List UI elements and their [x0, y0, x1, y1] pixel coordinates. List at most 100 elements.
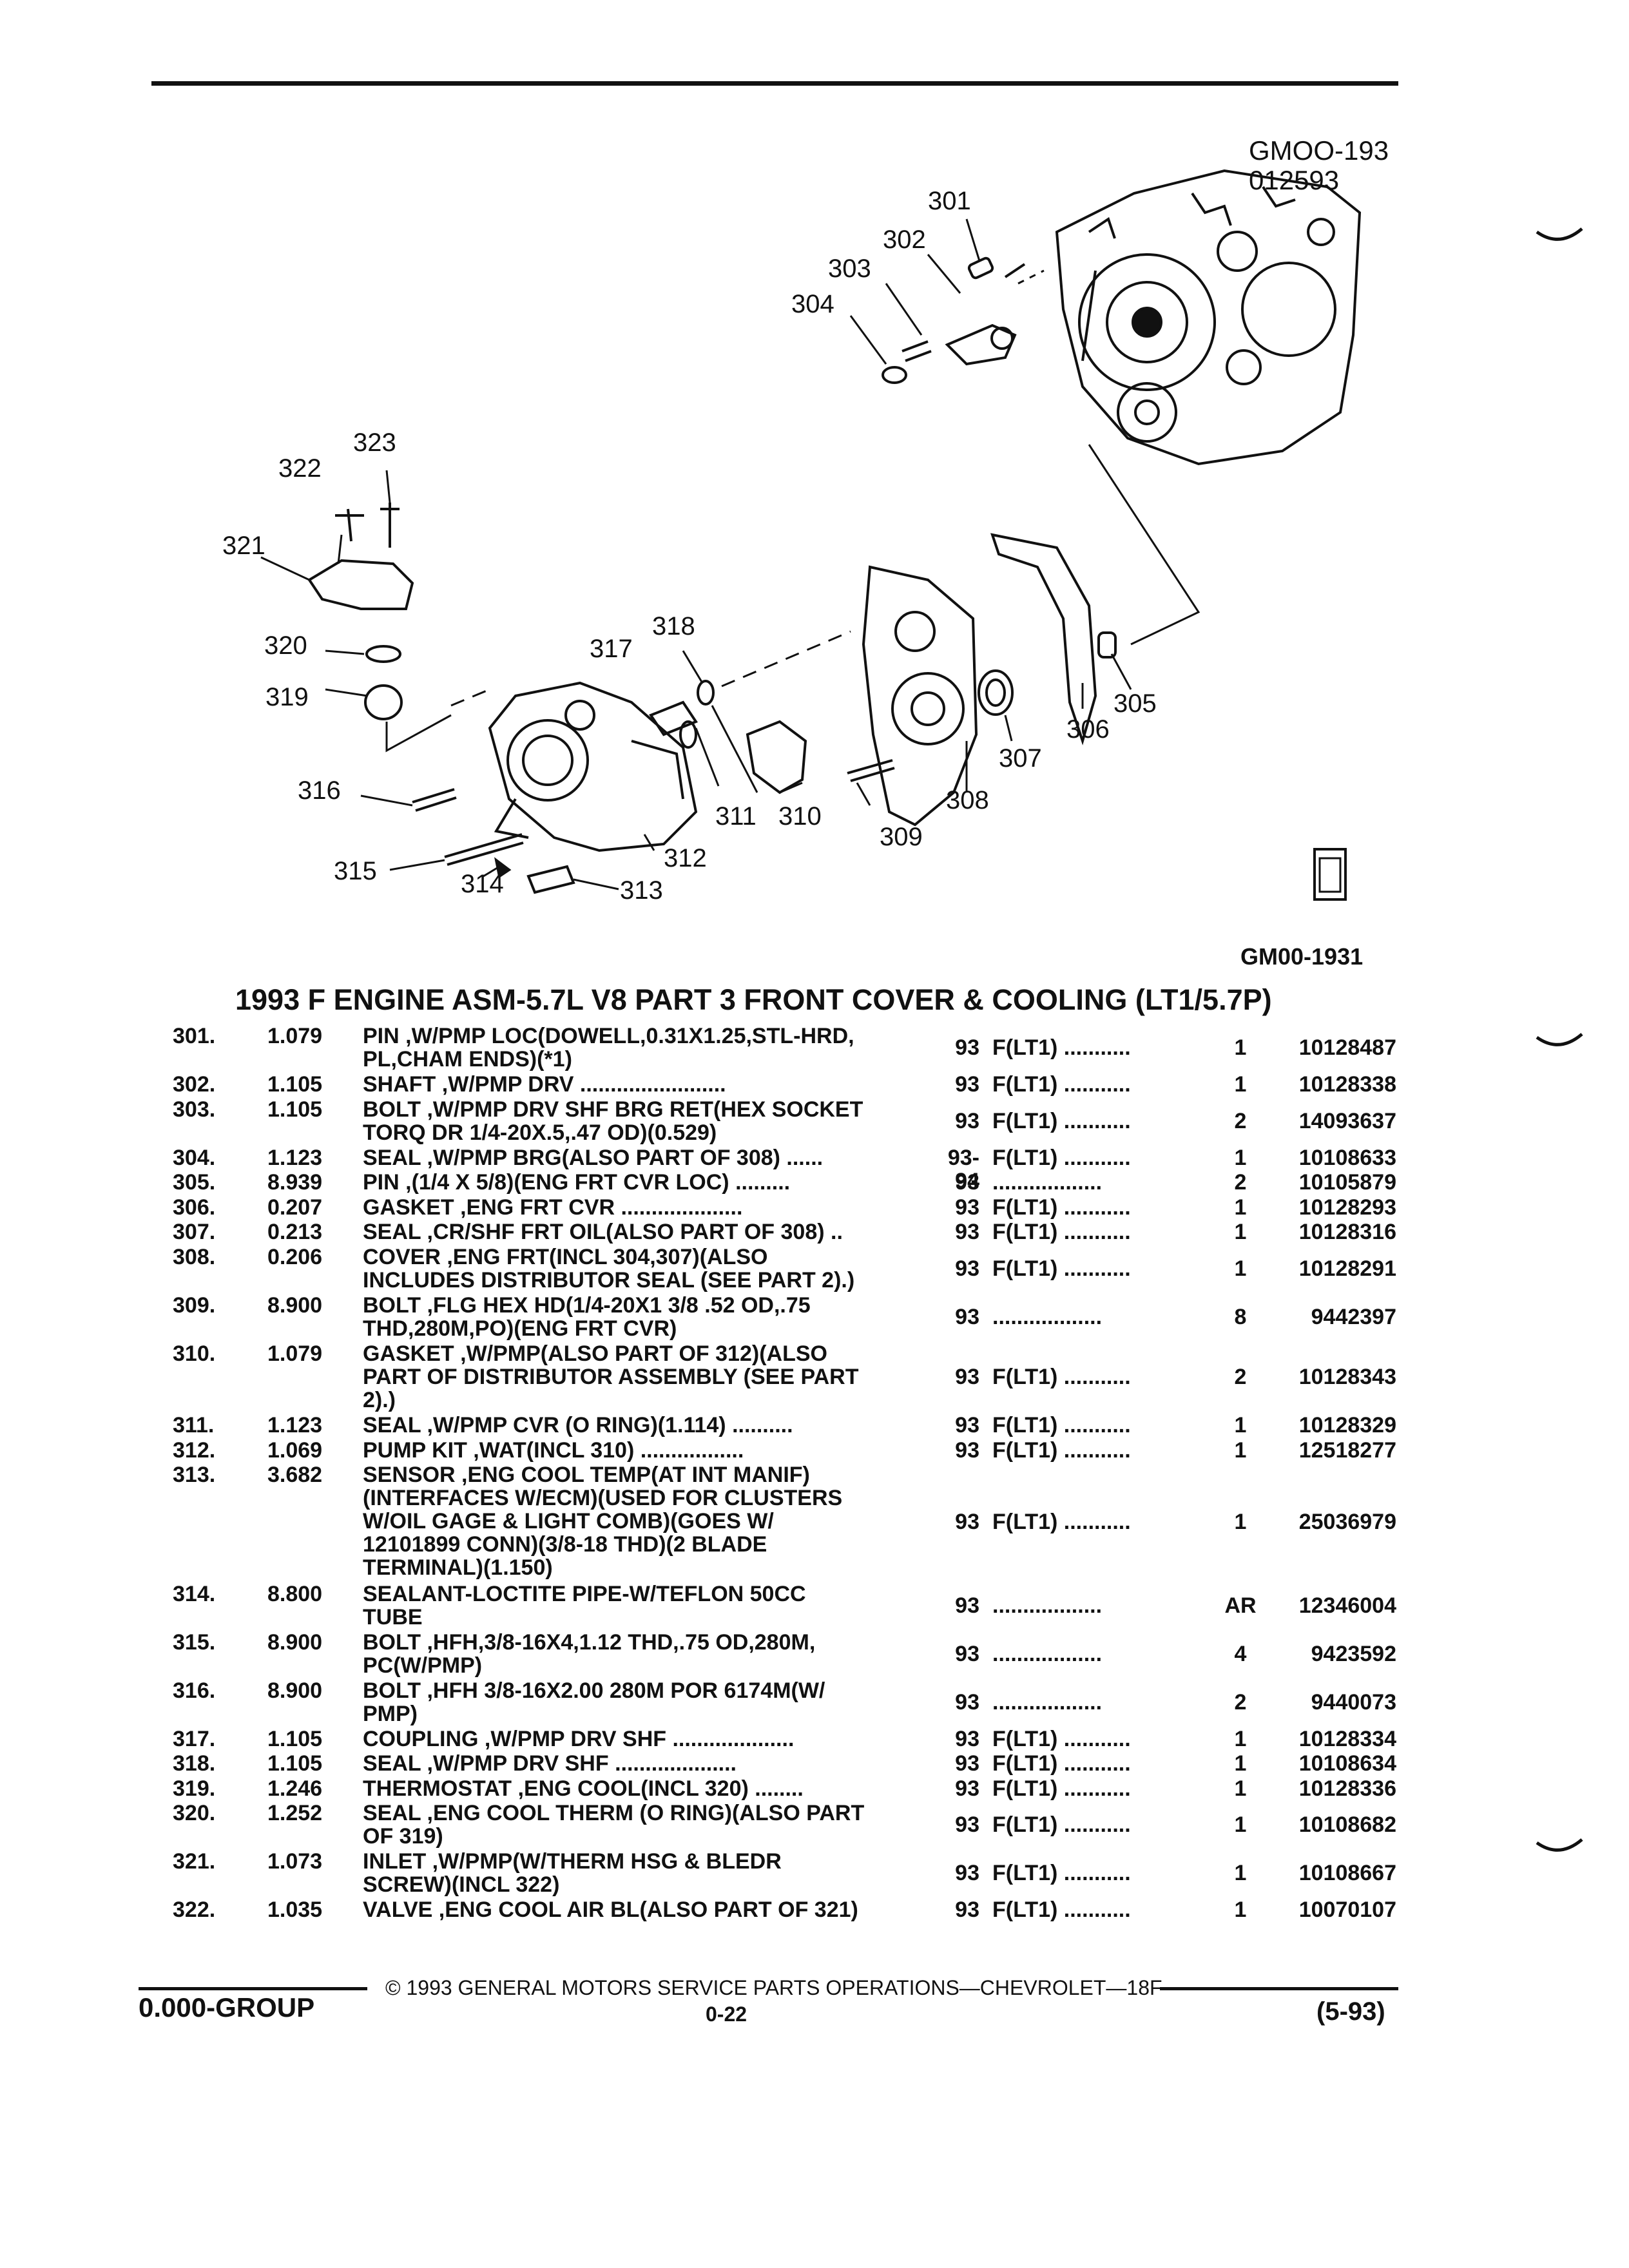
part-spec: ,W/PMP LOC(DOWELL,0.31X1.25,STL-HRD,: [405, 1024, 854, 1048]
model-year: 93: [955, 1689, 979, 1715]
model-code: ..................: [992, 1305, 1103, 1329]
ref-number: 322.: [173, 1898, 216, 1922]
group-number: 1.123: [267, 1413, 323, 1437]
part-spec: ,ENG COOL THERM (O RING)(ALSO PART: [427, 1801, 865, 1825]
part-spec: ,W/PMP DRV SHF BRG RET(HEX SOCKET: [427, 1097, 863, 1122]
part-description: SEAL ,W/PMP BRG(ALSO PART OF 308) ......: [363, 1146, 930, 1169]
group-number: 1.105: [267, 1726, 323, 1751]
callout-305: 305: [1113, 689, 1157, 718]
model-code: F(LT1) ...........: [992, 1438, 1131, 1462]
model-year: 93: [955, 1035, 979, 1061]
figure-id: GM00-1931: [1240, 943, 1364, 970]
callout-311: 311: [715, 802, 757, 831]
group-number: 8.900: [267, 1678, 323, 1703]
callout-309: 309: [880, 823, 923, 851]
description-line: INLET ,W/PMP(W/THERM HSG & BLEDR: [363, 1850, 930, 1873]
part-spec: ,CR/SHF FRT OIL(ALSO PART OF 308) ..: [427, 1220, 843, 1244]
model-year: 93: [955, 1072, 979, 1097]
part-description: PIN ,W/PMP LOC(DOWELL,0.31X1.25,STL-HRD,…: [363, 1024, 930, 1071]
model-code: ..................: [992, 1642, 1103, 1666]
quantity: 1: [1234, 1510, 1247, 1534]
part-description: SEALANT-LOCTITE PIPE-W/TEFLON 50CC TUBE: [363, 1582, 930, 1629]
quantity: 2: [1234, 1365, 1247, 1389]
callout-322: 322: [278, 454, 322, 483]
ref-number: 302.: [173, 1072, 216, 1097]
description-line: THERMOSTAT ,ENG COOL(INCL 320) ........: [363, 1777, 930, 1800]
part-spec: ,W/PMP CVR (O RING)(1.114) ..........: [427, 1413, 793, 1437]
callout-315: 315: [334, 857, 377, 885]
model-year: 93: [955, 1776, 979, 1801]
model-code: F(LT1) ...........: [992, 1861, 1131, 1885]
ref-number: 310.: [173, 1341, 216, 1366]
part-description: SHAFT ,W/PMP DRV .......................…: [363, 1073, 930, 1096]
model-year: 93: [955, 1751, 979, 1776]
group-number: 1.105: [267, 1072, 323, 1097]
model-code: F(LT1) ...........: [992, 1414, 1131, 1437]
ref-number: 313.: [173, 1463, 216, 1487]
description-line: TERMINAL)(1.150): [363, 1555, 553, 1580]
quantity: 1: [1234, 1256, 1247, 1281]
model-year: 93-94: [947, 1145, 979, 1193]
part-number: 12518277: [1298, 1437, 1396, 1463]
model-code: F(LT1) ...........: [992, 1109, 1131, 1133]
part-spec: ,HFH,3/8-16X4,1.12 THD,.75 OD,280M,: [427, 1629, 816, 1655]
exploded-parts-diagram: 301 302 303 304 305 306 307 308 309 310 …: [222, 169, 1362, 905]
group-number: 1.035: [267, 1898, 323, 1922]
description-line: SEAL ,W/PMP DRV SHF ....................: [363, 1752, 930, 1775]
gm-spo-logo: [1313, 848, 1347, 901]
part-description: PUMP KIT ,WAT(INCL 310) ................…: [363, 1439, 930, 1462]
part-name: BOLT: [363, 1097, 427, 1122]
part-description: COUPLING ,W/PMP DRV SHF ................…: [363, 1727, 930, 1751]
part-description: PIN ,(1/4 X 5/8)(ENG FRT CVR LOC) ......…: [363, 1171, 930, 1194]
part-number: 10108633: [1298, 1145, 1396, 1170]
description-line: PIN ,(1/4 X 5/8)(ENG FRT CVR LOC) ......…: [363, 1171, 930, 1194]
quantity: 8: [1234, 1304, 1247, 1329]
part-description: BOLT ,FLG HEX HD(1/4-20X1 3/8 .52 OD,.75…: [363, 1294, 930, 1340]
part-number: 10105879: [1298, 1170, 1396, 1195]
part-spec: ,ENG COOL TEMP(AT INT MANIF): [461, 1463, 810, 1487]
callout-307: 307: [999, 744, 1042, 773]
description-line: 12101899 CONN)(3/8-18 THD)(2 BLADE: [363, 1532, 767, 1557]
part-spec: ,W/PMP DRV SHF ....................: [427, 1751, 737, 1776]
quantity: AR: [1224, 1593, 1257, 1618]
ref-number: 317.: [173, 1726, 216, 1751]
top-rule: [151, 81, 1398, 86]
part-description: VALVE ,ENG COOL AIR BL(ALSO PART OF 321): [363, 1898, 930, 1921]
model-year: 93: [955, 1861, 979, 1886]
front-cover: [862, 565, 1014, 827]
group-number: 1.079: [267, 1341, 323, 1366]
model-year: 93: [955, 1437, 979, 1463]
description-line: PART OF DISTRIBUTOR ASSEMBLY (SEE PART: [363, 1364, 859, 1389]
model-code: ..................: [992, 1593, 1103, 1617]
description-line: PMP): [363, 1701, 418, 1726]
model-code: F(LT1) ...........: [992, 1036, 1131, 1060]
part-number: 10128329: [1298, 1413, 1396, 1437]
callout-316: 316: [298, 776, 341, 805]
model-year: 93: [955, 1641, 979, 1666]
description-line: SEAL ,CR/SHF FRT OIL(ALSO PART OF 308) .…: [363, 1220, 930, 1244]
model-code: F(LT1) ...........: [992, 1256, 1131, 1280]
quantity: 2: [1234, 1108, 1247, 1133]
ref-number: 319.: [173, 1776, 216, 1801]
quantity: 1: [1234, 1861, 1247, 1886]
part-number: 12346004: [1298, 1593, 1396, 1618]
model-year: 93: [955, 1195, 979, 1220]
ref-number: 314.: [173, 1581, 216, 1606]
part-number: 9440073: [1311, 1689, 1396, 1715]
quantity: 1: [1234, 1776, 1247, 1801]
part-name: PIN: [363, 1024, 406, 1048]
part-spec: ,W/PMP DRV SHF ....................: [484, 1726, 795, 1751]
description-line: VALVE ,ENG COOL AIR BL(ALSO PART OF 321): [363, 1898, 930, 1921]
description-line: PC(W/PMP): [363, 1653, 483, 1678]
description-line: PL,CHAM ENDS)(*1): [363, 1047, 572, 1072]
callout-323: 323: [353, 428, 396, 457]
pump-gasket: [746, 720, 807, 794]
part-name: BOLT: [363, 1293, 427, 1318]
group-number: 0.207: [267, 1195, 323, 1220]
ref-number: 312.: [173, 1437, 216, 1463]
binder-mark: [1536, 1033, 1583, 1046]
footer-rule-left: [139, 1987, 367, 1990]
ref-number: 315.: [173, 1629, 216, 1655]
part-name: PUMP KIT: [363, 1437, 474, 1463]
description-line: SCREW)(INCL 322): [363, 1872, 560, 1897]
